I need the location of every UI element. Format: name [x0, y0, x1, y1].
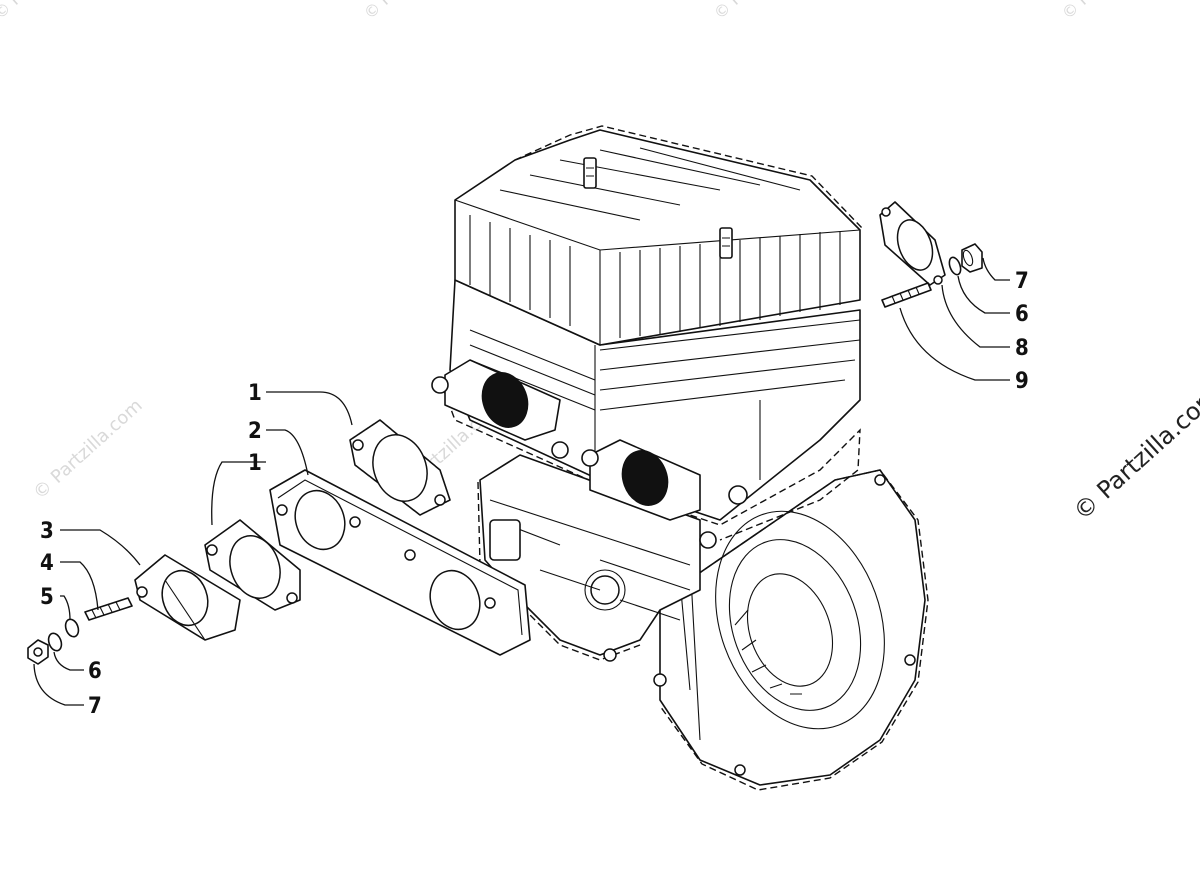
callout-2-intake-plate: 2 [248, 419, 262, 444]
watermark-text: © Partzilla.com [29, 395, 146, 504]
callout-4-stud: 4 [40, 551, 54, 576]
callout-7-nut-right: 7 [1015, 269, 1029, 294]
intake-ports [431, 359, 748, 549]
stud-right [881, 282, 932, 308]
callout-3-adapter-flange: 3 [40, 519, 54, 544]
callout-6-washer-left: 6 [88, 659, 102, 684]
nut-and-washer-left [27, 632, 63, 665]
adapter-flange [134, 554, 241, 641]
callout-6-washer-right: 6 [1015, 302, 1029, 327]
watermark-text: © Partzilla.com [0, 0, 94, 23]
engine-assembly [431, 125, 929, 791]
watermark-text: © Partzilla.com [710, 0, 814, 23]
stud-and-washer-left [64, 597, 133, 638]
cylinder-head [454, 125, 863, 346]
callout-8-gasket-right: 8 [1015, 336, 1029, 361]
intake-plate [269, 469, 531, 656]
callout-9-stud-right: 9 [1015, 369, 1029, 394]
callout-7-nut-left: 7 [88, 694, 102, 719]
leader-lines [33, 257, 1010, 706]
flywheel-housing [659, 469, 929, 791]
exhaust-gasket-right [879, 201, 946, 286]
callout-1-gasket-upper: 1 [248, 381, 262, 406]
callout-labels: 1 2 1 3 4 5 6 7 7 6 8 9 [40, 269, 1029, 719]
callout-1-gasket-lower: 1 [248, 451, 262, 476]
gasket-upper [349, 419, 451, 516]
watermark-text: © Partzilla.com [360, 0, 464, 23]
gasket-lower [204, 519, 301, 611]
callout-5-washer: 5 [40, 585, 54, 610]
watermark-text: © Partzilla.com [1058, 0, 1162, 23]
nut-and-washer-right [948, 243, 983, 276]
